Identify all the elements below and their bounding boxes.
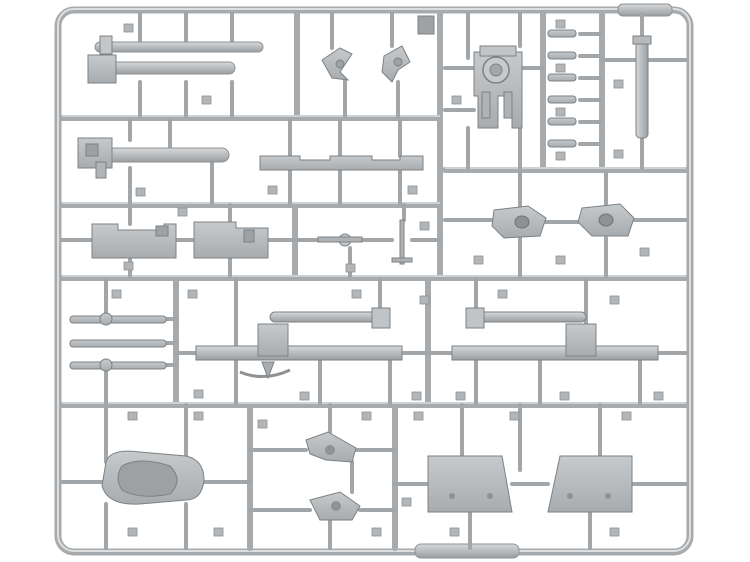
part-tab [193,389,204,399]
part-tab [653,391,664,401]
part-tab [123,23,134,33]
flat-strip-part [259,155,424,171]
suspension-arm-right [451,307,659,361]
breech-part [77,137,230,179]
part-tab [267,185,278,195]
part-tab [473,255,484,265]
part-tab [299,391,310,401]
hatch-ring-part [101,450,205,505]
part-tab [449,527,460,537]
suspension-arm-left [195,307,403,380]
part-tab [177,207,188,217]
part-tab [135,187,146,197]
part-tab [455,391,466,401]
pin-parts [547,29,577,148]
gear-arm-part-upper [305,431,357,463]
part-tab [555,107,566,117]
part-tab [555,151,566,161]
link-plate-left [491,205,547,239]
part-tab [419,295,430,305]
part-tab [555,19,566,29]
part-tab [613,149,624,159]
part-tab [123,261,134,271]
sprue-gate-tab-top [617,3,673,17]
mount-plate-part [473,45,523,129]
antenna-part [632,35,652,139]
part-number-tabs [111,19,664,537]
part-tab [621,411,632,421]
part-tab [193,411,204,421]
part-tab [509,411,520,421]
part-tab [559,391,570,401]
part-tab [609,527,620,537]
part-tab [413,411,424,421]
link-plate-right [577,203,635,237]
part-tab [609,295,620,305]
part-tab [201,95,212,105]
part-tab [213,527,224,537]
small-link-parts [69,312,167,372]
part-tab [419,221,430,231]
shield-plate-right [547,455,633,513]
part-tab [187,289,198,299]
sprue-gate-tab [414,543,520,559]
part-tab [407,185,418,195]
part-tab [127,527,138,537]
part-tab [555,255,566,265]
part-tab [345,263,356,273]
bracket-part-left [321,47,353,81]
part-tab [639,247,650,257]
armor-plate-right [193,221,269,259]
shield-plate-left [427,455,513,513]
part-tab [613,79,624,89]
gun-barrel-parts [87,35,264,84]
sprue-gates [60,12,688,550]
part-tab [411,391,422,401]
bracket-part-right [381,45,411,83]
part-tab [361,411,372,421]
part-tab [555,63,566,73]
armor-plate-left [91,223,177,259]
part-tab [401,497,412,507]
sight-part [317,219,413,265]
part-tab [257,419,268,429]
sprue-runners [59,115,689,408]
gear-arm-part-lower [309,491,361,521]
part-tab [371,527,382,537]
part-tab [127,411,138,421]
part-tab [451,95,462,105]
part-tab [351,289,362,299]
part-tab [497,289,508,299]
part-tab [111,289,122,299]
